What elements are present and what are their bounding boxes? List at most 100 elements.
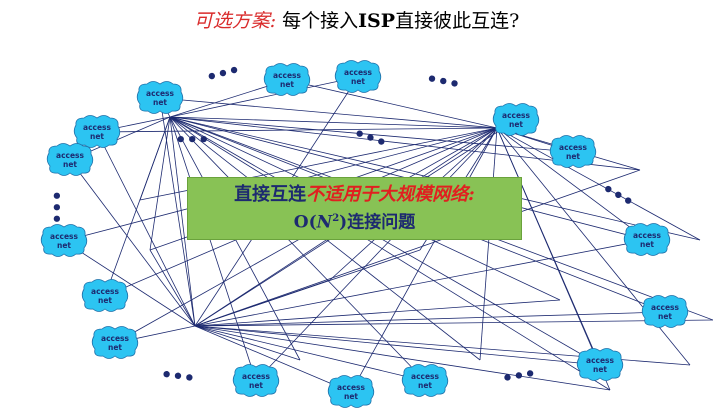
title-isp: ISP: [358, 10, 396, 32]
net-label: net: [351, 77, 365, 86]
link-line: [194, 169, 641, 327]
link-line: [96, 131, 196, 327]
slide-title: 可选方案: 每个接入ISP直接彼此互连?: [0, 6, 713, 33]
link-line: [194, 325, 301, 361]
access-label: access: [146, 89, 175, 98]
access-clouds: accessnetaccessnetaccessnetaccessnetacce…: [40, 60, 689, 408]
cloud-shape: [46, 143, 94, 176]
cloud-shape: [492, 103, 540, 136]
access-label: access: [344, 68, 373, 77]
link-line: [194, 319, 713, 327]
net-label: net: [98, 296, 112, 305]
link-line: [194, 311, 666, 327]
net-label: net: [249, 381, 263, 390]
ellipsis-dots: •••: [500, 363, 538, 390]
net-label: net: [280, 80, 294, 89]
hub-link-line: [169, 116, 196, 327]
ellipsis-dots: •••: [204, 60, 243, 89]
link-line: [479, 127, 498, 361]
callout-line2-post: )连接问题: [339, 212, 416, 233]
link-line: [194, 239, 648, 327]
access-label: access: [101, 334, 130, 343]
cloud-shape: [641, 295, 689, 328]
callout-line2-pre: O(: [293, 212, 317, 233]
access-label: access: [50, 232, 79, 241]
cloud-shape: [401, 364, 449, 397]
link-line: [169, 116, 611, 391]
access-label: access: [633, 231, 662, 240]
net-label: net: [640, 240, 654, 249]
net-label: net: [153, 98, 167, 107]
access-label: access: [83, 123, 112, 132]
link-line: [194, 325, 611, 391]
link-line: [350, 127, 498, 393]
ellipsis-dots-vertical: •••: [45, 190, 66, 225]
link-line: [496, 127, 648, 241]
link-line: [286, 79, 498, 129]
access-label: access: [91, 287, 120, 296]
access-label: access: [651, 303, 680, 312]
net-label: net: [418, 381, 432, 390]
callout-line-2: O(N2)连接问题: [188, 207, 521, 235]
link-line: [149, 116, 171, 251]
ellipsis-markers: ••••••••••••••••••••••••: [45, 60, 638, 390]
access-label: access: [273, 71, 302, 80]
net-label: net: [509, 120, 523, 129]
callout-box: 直接互连不适用于大规模网络: O(N2)连接问题: [187, 177, 522, 240]
link-line: [169, 116, 574, 153]
net-label: net: [90, 132, 104, 141]
access-label: access: [559, 143, 588, 152]
cloud-shape: [136, 81, 184, 114]
callout-superscript: 2: [332, 213, 340, 224]
ellipsis-dots: •••: [424, 68, 462, 96]
cloud-shape: [623, 223, 671, 256]
link-line: [255, 127, 498, 382]
link-line: [169, 76, 359, 118]
link-line: [159, 97, 498, 129]
access-label: access: [337, 383, 366, 392]
net-label: net: [344, 392, 358, 401]
cloud-shape: [327, 375, 375, 408]
access-label: access: [586, 356, 615, 365]
callout-n: N: [316, 212, 333, 233]
cloud-shape: [81, 279, 129, 312]
link-line: [159, 97, 196, 327]
ellipsis-dots: •••: [350, 123, 390, 155]
link-line: [194, 299, 561, 327]
net-label: net: [57, 241, 71, 250]
callout-line1-emphasis: 不适用于大规模网络:: [306, 184, 475, 205]
net-label: net: [593, 365, 607, 374]
link-line: [194, 249, 421, 327]
title-text-post: 直接彼此互连?: [395, 10, 520, 32]
ellipsis-dots: •••: [175, 130, 210, 151]
link-line: [139, 116, 171, 201]
cloud-shape: [576, 348, 624, 381]
link-line: [194, 325, 352, 393]
net-label: net: [658, 312, 672, 321]
title-text-pre: 每个接入: [276, 10, 359, 32]
cloud-shape: [232, 364, 280, 397]
hub-link-line: [169, 116, 498, 129]
link-line: [69, 159, 196, 327]
link-line: [194, 325, 601, 366]
link-line: [496, 127, 701, 241]
ellipsis-dots: •••: [598, 178, 638, 213]
access-label: access: [56, 151, 85, 160]
access-label: access: [502, 111, 531, 120]
link-line: [149, 249, 196, 327]
cloud-shape: [549, 135, 597, 168]
